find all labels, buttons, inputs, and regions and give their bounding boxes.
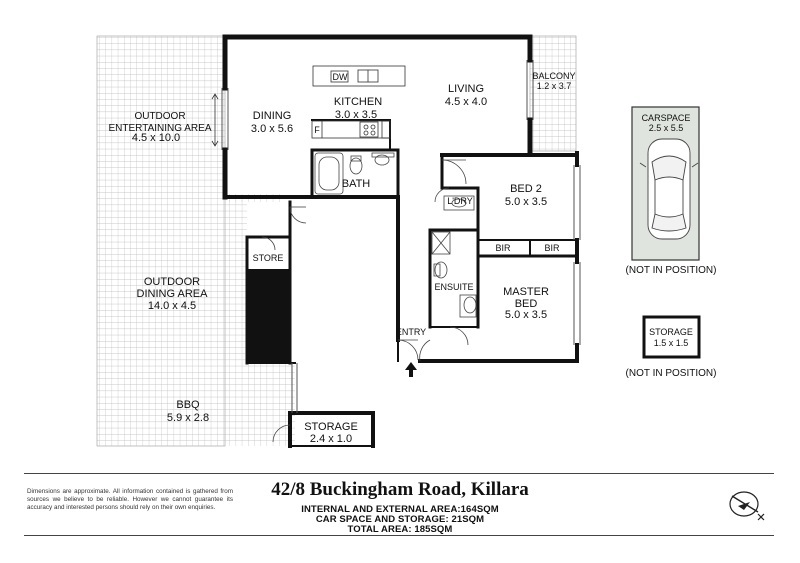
svg-text:STORE: STORE: [253, 253, 284, 263]
footer-rule-bottom: [24, 535, 774, 536]
doors: [261, 159, 469, 443]
svg-text:(NOT IN POSITION): (NOT IN POSITION): [626, 265, 717, 276]
svg-text:CARSPACE: CARSPACE: [642, 113, 691, 123]
svg-text:F: F: [314, 125, 320, 135]
car-storage-area: CAR SPACE AND STORAGE: 21SQM: [315, 514, 485, 525]
svg-text:BED 2: BED 2: [510, 183, 542, 195]
svg-text:BALCONY: BALCONY: [532, 71, 575, 81]
total-area: TOTAL AREA: 185SQM: [347, 524, 453, 535]
internal-external-area: INTERNAL AND EXTERNAL AREA:164SQM: [301, 504, 499, 515]
svg-text:BATH: BATH: [342, 178, 371, 190]
svg-text:3.0 x 5.6: 3.0 x 5.6: [251, 123, 293, 135]
svg-text:DINING: DINING: [253, 110, 292, 122]
svg-text:5.9 x 2.8: 5.9 x 2.8: [167, 412, 209, 424]
svg-text:STORAGE: STORAGE: [304, 421, 358, 433]
carspace: [631, 106, 700, 261]
entry-arrow-icon: [405, 362, 417, 377]
outdoor-tiled-areas: [96, 35, 577, 447]
svg-text:4.5 x 10.0: 4.5 x 10.0: [132, 132, 180, 144]
svg-text:14.0 x 4.5: 14.0 x 4.5: [148, 300, 196, 312]
disclaimer-text: Dimensions are approximate. All informat…: [27, 488, 233, 511]
windows: [221, 60, 581, 413]
svg-text:BIR: BIR: [544, 243, 560, 253]
svg-text:LIVING: LIVING: [448, 83, 484, 95]
svg-text:4.5 x 4.0: 4.5 x 4.0: [445, 96, 487, 108]
svg-text:BBQ: BBQ: [176, 399, 200, 411]
car-icon: [639, 138, 699, 240]
bath-fixtures: [314, 152, 395, 195]
svg-text:L'DRY: L'DRY: [447, 196, 473, 206]
svg-text:KITCHEN: KITCHEN: [334, 96, 382, 108]
stair-block: [248, 270, 289, 362]
ensuite-fixtures: [431, 195, 477, 318]
footer-rule-top: [24, 473, 774, 474]
svg-text:2.5 x 5.5: 2.5 x 5.5: [649, 123, 684, 133]
slider-arrows: [211, 93, 219, 147]
svg-text:5.0 x 3.5: 5.0 x 3.5: [505, 196, 547, 208]
svg-text:ENTRY: ENTRY: [396, 327, 426, 337]
svg-text:STORAGE: STORAGE: [649, 327, 693, 337]
svg-text:2.4 x 1.0: 2.4 x 1.0: [310, 433, 352, 445]
svg-text:5.0 x 3.5: 5.0 x 3.5: [505, 309, 547, 321]
kitchen-fixtures: [311, 65, 406, 139]
svg-text:BIR: BIR: [495, 243, 511, 253]
storage-detached-box: [642, 315, 701, 359]
walls: [222, 34, 579, 448]
svg-text:3.0 x 3.5: 3.0 x 3.5: [335, 109, 377, 121]
svg-text:1.2 x 3.7: 1.2 x 3.7: [537, 81, 572, 91]
svg-text:1.5 x 1.5: 1.5 x 1.5: [654, 338, 689, 348]
compass-icon: [729, 491, 765, 521]
svg-text:DW: DW: [333, 72, 348, 82]
svg-text:(NOT IN POSITION): (NOT IN POSITION): [626, 368, 717, 379]
property-address: 42/8 Buckingham Road, Killara: [271, 479, 529, 500]
svg-text:ENSUITE: ENSUITE: [434, 282, 473, 292]
